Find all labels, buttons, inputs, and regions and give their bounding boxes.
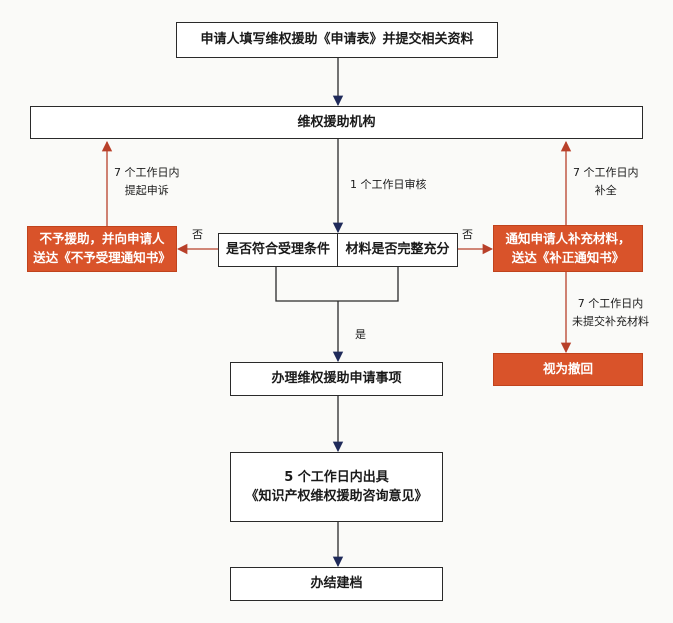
archive-box: 办结建档 (230, 567, 443, 601)
handle-box: 办理维权援助申请事项 (230, 362, 443, 396)
opinion-text-line1: 5 个工作日内出具 (284, 469, 389, 485)
archive-text: 办结建档 (310, 576, 363, 592)
apply-box: 申请人填写维权援助《申请表》并提交相关资料 (176, 22, 498, 58)
check-qualify-box: 是否符合受理条件 (218, 233, 338, 267)
supplement-days-label: 7 个工作日内 补全 (573, 166, 639, 197)
merge-bracket (275, 266, 399, 302)
appeal-label: 7 个工作日内 提起申诉 (114, 166, 180, 197)
not-submitted-label: 7 个工作日内 未提交补充材料 (572, 297, 649, 328)
opinion-box: 5 个工作日内出具 《知识产权维权援助咨询意见》 (230, 452, 443, 522)
supplement-text-line2: 送达《补正通知书》 (511, 249, 625, 265)
withdraw-text: 视为撤回 (542, 361, 593, 377)
handle-text: 办理维权援助申请事项 (271, 371, 402, 387)
reject-text-line1: 不予援助，并向申请人 (39, 231, 165, 247)
supplement-box: 通知申请人补充材料， 送达《补正通知书》 (493, 225, 643, 272)
check-materials-text: 材料是否完整充分 (345, 242, 450, 258)
check-qualify-text: 是否符合受理条件 (225, 242, 330, 258)
apply-text: 申请人填写维权援助《申请表》并提交相关资料 (200, 32, 474, 48)
withdraw-box: 视为撤回 (493, 353, 643, 386)
reject-text-line2: 送达《不予受理通知书》 (33, 250, 171, 265)
review-label: 1 个工作日审核 (350, 178, 427, 191)
yes-label: 是 (355, 328, 366, 341)
no-right-label: 否 (462, 228, 473, 241)
reject-box: 不予援助，并向申请人 送达《不予受理通知书》 (27, 226, 177, 272)
agency-text: 维权援助机构 (297, 114, 376, 130)
opinion-text-line2: 《知识产权维权援助咨询意见》 (245, 489, 428, 504)
no-left-label: 否 (192, 228, 203, 241)
agency-box: 维权援助机构 (30, 106, 643, 139)
supplement-text-line1: 通知申请人补充材料， (505, 230, 631, 246)
check-materials-box: 材料是否完整充分 (337, 233, 458, 267)
